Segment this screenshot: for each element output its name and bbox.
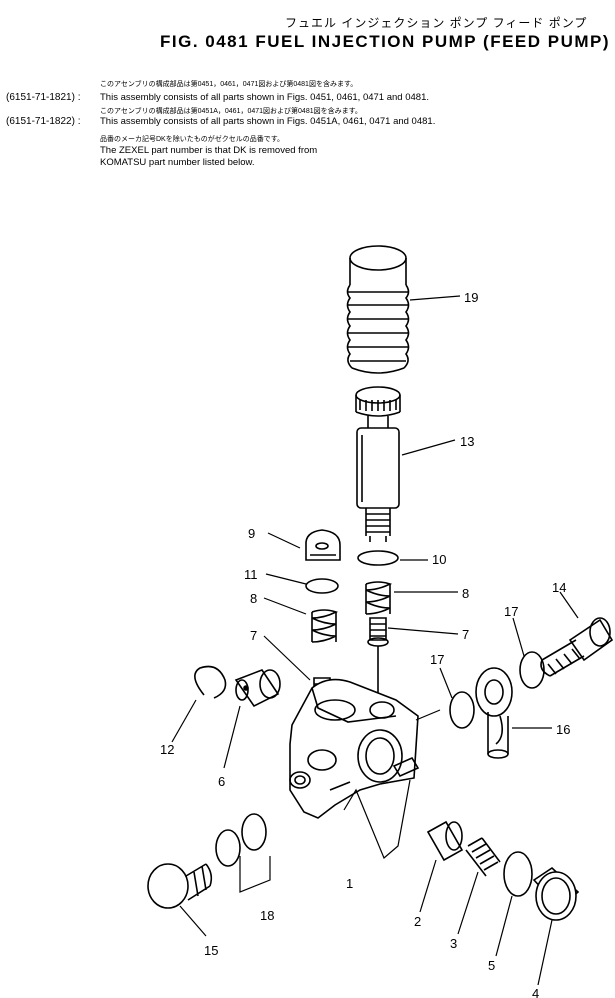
part-9-plug bbox=[305, 529, 341, 561]
part-18-washer-left bbox=[215, 829, 241, 867]
part-number-1822: (6151-71-1822) : bbox=[6, 116, 81, 127]
callout-7-left: 7 bbox=[250, 628, 257, 643]
note-en-1: This assembly consists of all parts show… bbox=[100, 92, 429, 103]
callout-6: 6 bbox=[218, 774, 225, 789]
callout-8-right: 8 bbox=[462, 586, 469, 601]
part-18-washer-right bbox=[241, 813, 267, 851]
part-17-washer-left bbox=[449, 691, 475, 729]
callout-17-right: 17 bbox=[504, 604, 518, 619]
note-jp-2: このアセンブリの構成部品は第0451A，0461，0471図および第0481図を… bbox=[100, 108, 362, 115]
callout-16: 16 bbox=[556, 722, 570, 737]
note-en-3: The ZEXEL part number is that DK is remo… bbox=[100, 145, 318, 156]
part-1-pin bbox=[392, 756, 420, 778]
note-en-2: This assembly consists of all parts show… bbox=[100, 116, 436, 127]
callout-4: 4 bbox=[532, 986, 539, 998]
part-12-snap-ring bbox=[194, 665, 227, 699]
part-8-spring-left bbox=[311, 609, 339, 643]
callout-14: 14 bbox=[552, 580, 566, 595]
part-17-washer-right bbox=[519, 651, 545, 689]
part-11-washer bbox=[305, 578, 339, 594]
part-6-sleeve bbox=[234, 669, 281, 708]
leader-lines bbox=[171, 295, 579, 986]
callout-2: 2 bbox=[414, 914, 421, 929]
figure-title: FIG. 0481 FUEL INJECTION PUMP (FEED PUMP… bbox=[160, 32, 611, 51]
callout-11: 11 bbox=[244, 567, 258, 582]
callout-9: 9 bbox=[248, 526, 255, 541]
part-13-rod bbox=[355, 386, 401, 542]
part-1-pump-body bbox=[289, 678, 419, 819]
part-19-bellows bbox=[346, 245, 410, 374]
callout-8-left: 8 bbox=[250, 591, 257, 606]
part-2-sleeve bbox=[426, 820, 464, 862]
callout-7-right: 7 bbox=[462, 627, 469, 642]
callout-5: 5 bbox=[488, 958, 495, 973]
japanese-title: フュエル インジェクション ポンプ フィード ポンプ bbox=[285, 16, 588, 30]
callout-17-left: 17 bbox=[430, 652, 444, 667]
note-jp-1: このアセンブリの構成部品は第0451，0461，0471図および第0481図を含… bbox=[100, 81, 358, 88]
part-8-spring-right bbox=[365, 581, 393, 615]
callout-13: 13 bbox=[460, 434, 474, 449]
part-15-banjo-bolt bbox=[147, 863, 213, 909]
callout-12: 12 bbox=[160, 742, 174, 757]
part-number-1821: (6151-71-1821) : bbox=[6, 92, 81, 103]
callout-18: 18 bbox=[260, 908, 274, 923]
part-16-banjo-fitting bbox=[475, 667, 513, 759]
callout-3: 3 bbox=[450, 936, 457, 951]
note-en-4: KOMATSU part number listed below. bbox=[100, 157, 255, 168]
note-jp-3: 品番のメーカ記号DKを除いたものがゼクセルの品番です。 bbox=[100, 136, 285, 143]
callout-15: 15 bbox=[204, 943, 218, 958]
callout-labels: 19 13 9 10 11 8 8 7 7 14 17 17 16 12 6 1… bbox=[160, 290, 570, 998]
part-14-banjo-bolt bbox=[540, 617, 614, 677]
callout-10: 10 bbox=[432, 552, 446, 567]
part-3-spring bbox=[465, 837, 501, 877]
part-4-plug bbox=[532, 866, 580, 921]
callout-19: 19 bbox=[464, 290, 478, 305]
callout-1: 1 bbox=[346, 876, 353, 891]
part-10-o-ring bbox=[357, 550, 399, 566]
part-5-o-ring bbox=[503, 851, 533, 897]
